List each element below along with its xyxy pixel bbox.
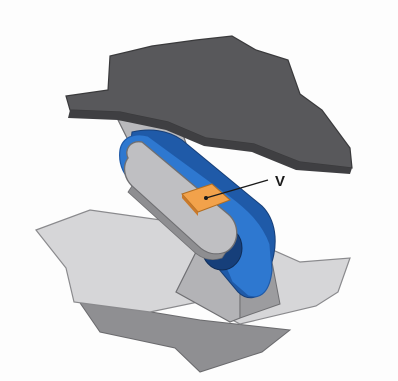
upper-block [66, 36, 352, 168]
callout-label-v: V [275, 173, 285, 190]
callout-dot [204, 196, 208, 200]
